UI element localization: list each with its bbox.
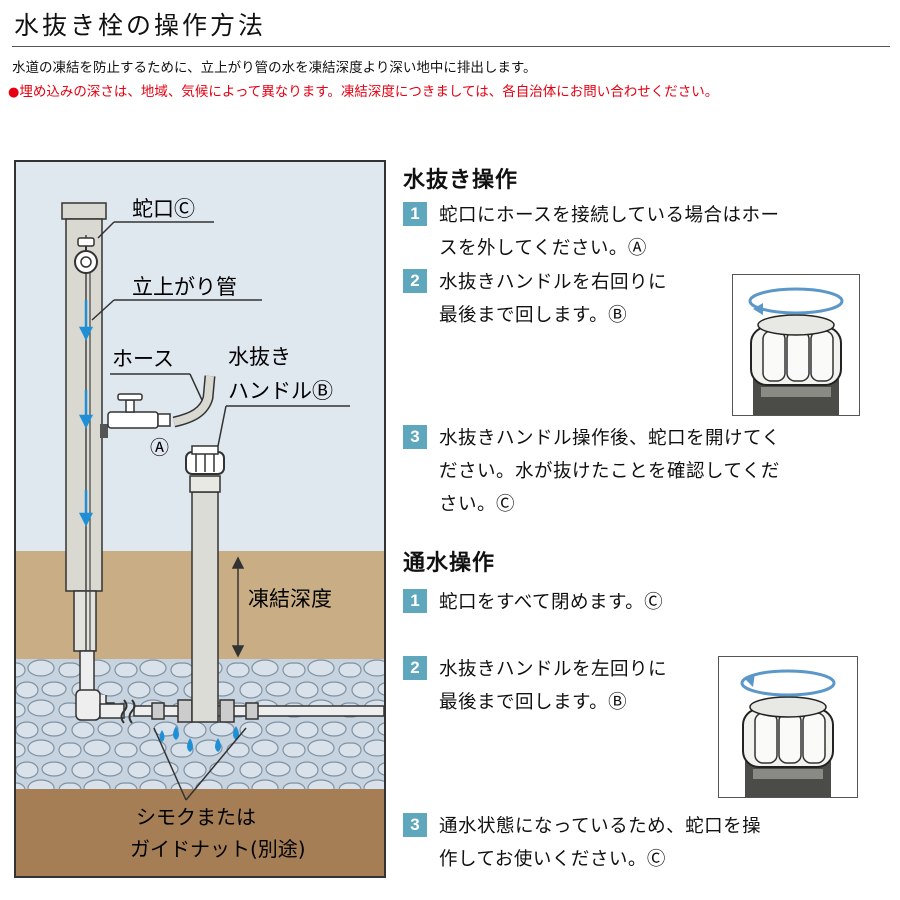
flow-step-2: 2 水抜きハンドルを左回りに最後まで回します。Ⓑ [403,653,667,719]
warning-body: 埋め込みの深さは、地域、気候によって異なります。凍結深度につきましては、各自治体… [19,84,719,100]
step-number-badge: 2 [403,269,427,293]
handle-leader-line [217,405,227,447]
step-text-line: スを外してください。Ⓐ [439,238,647,259]
step-text-line: さい。Ⓒ [439,494,516,515]
step-number-badge: 3 [403,813,427,837]
base-leader-line [153,727,187,801]
step-text: 通水状態になっているため、蛇口を操作してお使いください。Ⓒ [439,810,761,876]
step-text: 水抜きハンドルを右回りに最後まで回します。Ⓑ [439,266,667,332]
flow-section-title: 通水操作 [403,551,496,576]
step-text: 水抜きハンドル操作後、蛇口を開けてください。水が抜けたことを確認してください。Ⓒ [439,422,780,521]
step-text-line: 蛇口をすべて閉めます。Ⓒ [439,592,664,613]
step-text-line: 水抜きハンドルを右回りに [439,272,668,293]
handle-clockwise-photo [732,274,860,416]
depth-label: 凍結深度 [248,587,332,611]
faucet-leader-line [97,221,115,239]
hose-leader-line [189,373,203,401]
base-leader-line-2 [185,727,247,801]
handle-counterclockwise-photo [718,656,858,798]
riser-label: 立上がり管 [132,275,237,299]
faucet-c-icon [74,237,98,274]
diagram-frame [14,160,386,878]
rotate-counterclockwise-icon [740,669,836,697]
page-title: 水抜き栓の操作方法 [14,11,267,40]
step-text-line: 水抜きハンドル操作後、蛇口を開けてく [439,428,781,449]
base-label-line1: シモクまたは [136,805,256,829]
cross-section-diagram: 蛇口Ⓒ 立上がり管 ホース 水抜き ハンドルⒷ Ⓐ 凍結深度 シモクまたは ガイ… [14,160,386,878]
step-text: 蛇口をすべて閉めます。Ⓒ [439,586,663,619]
base-layer [15,789,385,877]
drain-step-3: 3 水抜きハンドル操作後、蛇口を開けてください。水が抜けたことを確認してください… [403,422,780,521]
rotate-clockwise-icon [748,287,844,315]
flow-step-1: 1 蛇口をすべて閉めます。Ⓒ [403,586,663,619]
handle-label-line1: 水抜き [228,345,291,369]
step-text: 水抜きハンドルを左回りに最後まで回します。Ⓑ [439,653,667,719]
flow-arrows-icon [78,300,94,527]
hose-faucet-icon [100,393,171,438]
drain-valve-column [189,475,221,723]
a-mark-label: Ⓐ [150,437,169,459]
drain-step-1: 1 蛇口にホースを接続している場合はホースを外してください。Ⓐ [403,199,780,265]
handle-knob-icon [750,314,842,386]
intro-text: 水道の凍結を防止するために、立上がり管の水を凍結深度より深い地中に排出します。 [12,60,537,76]
step-text: 蛇口にホースを接続している場合はホースを外してください。Ⓐ [439,199,780,265]
underground-pipe [75,650,385,724]
base-label-line2: ガイドナット(別途) [130,837,306,861]
step-number-badge: 1 [403,202,427,226]
drain-step-2: 2 水抜きハンドルを右回りに最後まで回します。Ⓑ [403,266,667,332]
faucet-label: 蛇口Ⓒ [132,197,195,221]
drain-handle-b-icon [185,445,225,475]
step-text-line: 作してお使いください。Ⓒ [439,849,666,870]
step-number-badge: 2 [403,656,427,680]
drain-section-title: 水抜き操作 [403,168,519,193]
title-divider [12,46,890,47]
water-drops-icon [159,726,239,752]
hose-icon [172,375,216,428]
warning-bullet-icon: ● [8,85,20,100]
step-text-line: 最後まで回します。Ⓑ [439,305,628,326]
depth-marker-icon [231,556,245,658]
step-text-line: 水抜きハンドルを左回りに [439,659,668,680]
riser-leader-line [91,299,115,321]
step-number-badge: 3 [403,425,427,449]
handle-knob-icon [742,696,834,768]
warning-text: ●埋め込みの深さは、地域、気候によって異なります。凍結深度につきましては、各自治… [8,80,718,100]
flow-step-3: 3 通水状態になっているため、蛇口を操作してお使いください。Ⓒ [403,810,761,876]
handle-label-line2: ハンドルⒷ [228,379,333,403]
step-text-line: 通水状態になっているため、蛇口を操 [439,816,762,837]
step-text-line: ださい。水が抜けたことを確認してくだ [439,461,780,482]
hose-label: ホース [112,347,174,371]
step-text-line: 蛇口にホースを接続している場合はホー [439,205,780,226]
step-text-line: 最後まで回します。Ⓑ [439,692,628,713]
step-number-badge: 1 [403,589,427,613]
